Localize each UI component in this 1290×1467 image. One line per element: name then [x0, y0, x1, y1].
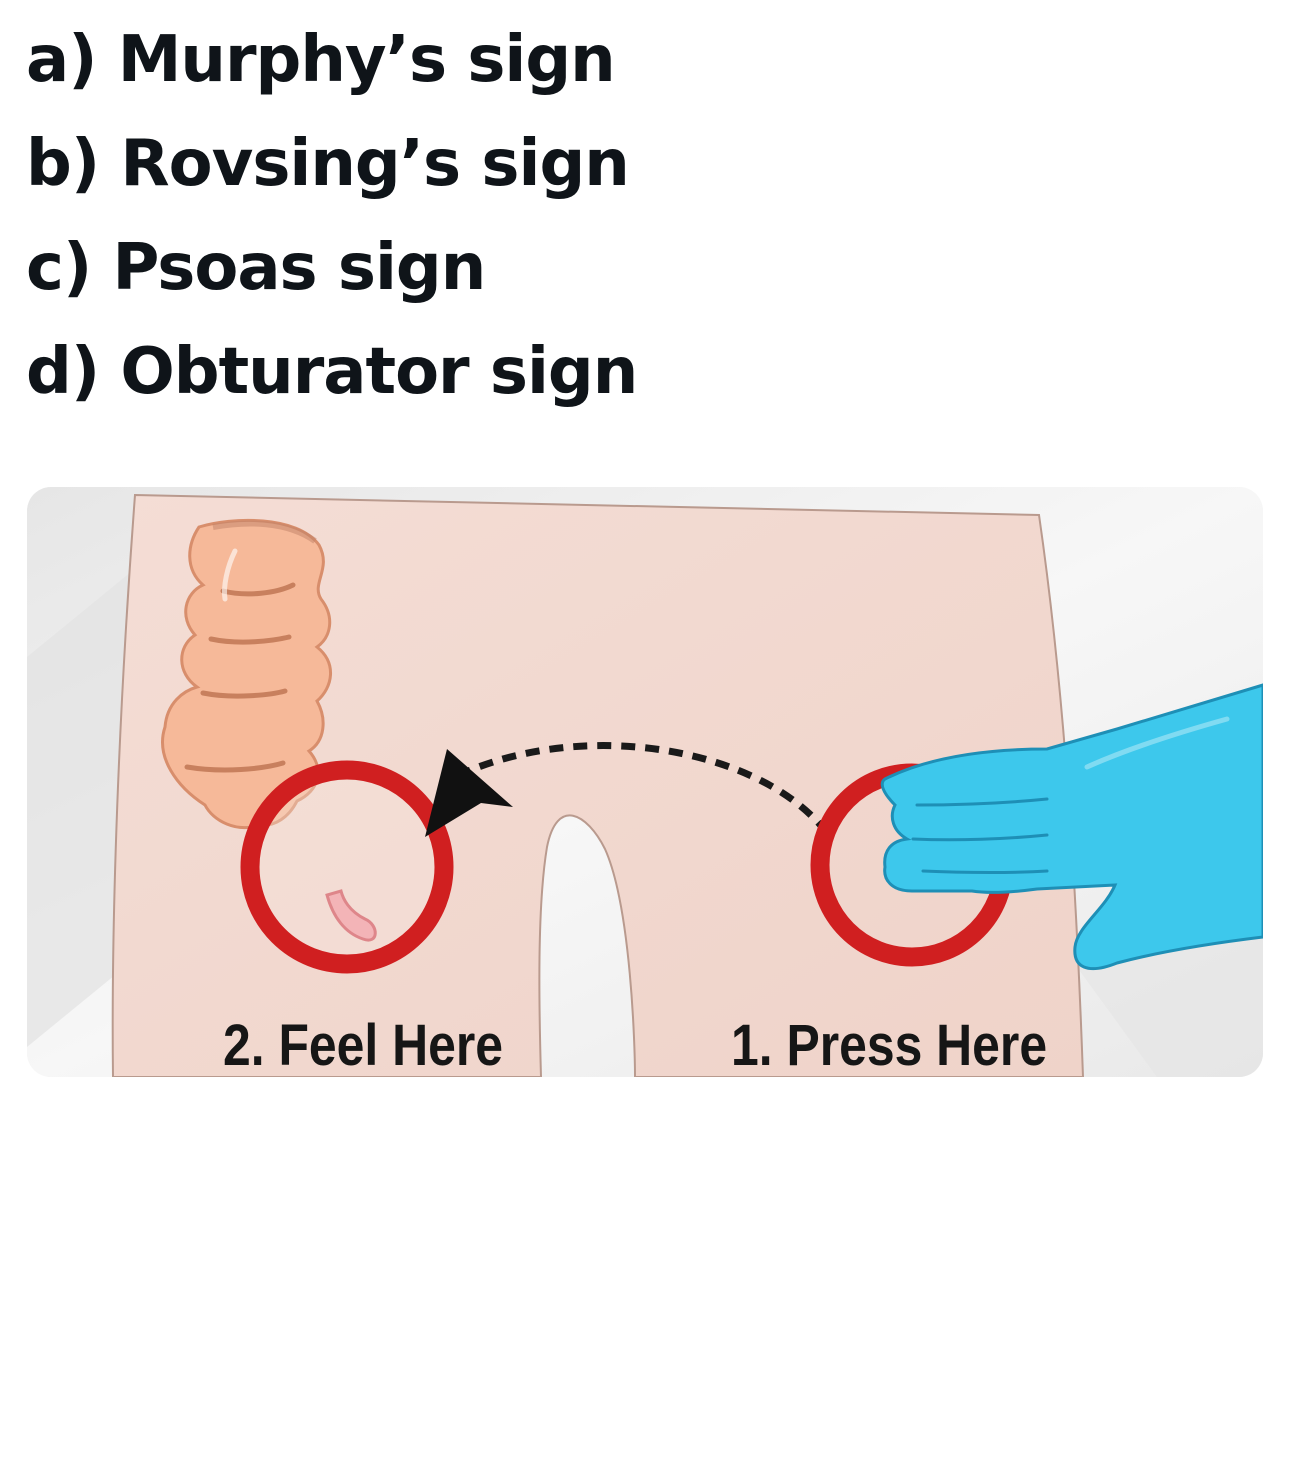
rovsing-illustration: 2. Feel Here 1. Press Here	[27, 487, 1263, 1077]
option-d: d) Obturator sign	[26, 335, 638, 409]
option-b: b) Rovsing’s sign	[26, 127, 630, 201]
arrow-head-icon	[425, 749, 513, 837]
appendix-icon	[325, 889, 377, 942]
colon-icon	[161, 518, 332, 830]
press-here-label: 1. Press Here	[731, 1014, 1047, 1077]
background-shade-left	[27, 567, 137, 1047]
answer-options: a) Murphy’s sign b) Rovsing’s sign c) Ps…	[26, 8, 638, 424]
option-c: c) Psoas sign	[26, 231, 486, 305]
illustration-canvas: 2. Feel Here 1. Press Here	[27, 487, 1263, 1077]
feel-here-ring	[240, 760, 454, 974]
gloved-hand-icon	[880, 683, 1263, 971]
option-a: a) Murphy’s sign	[26, 23, 616, 97]
dashed-arrow	[457, 742, 830, 836]
feel-here-label: 2. Feel Here	[223, 1014, 503, 1077]
